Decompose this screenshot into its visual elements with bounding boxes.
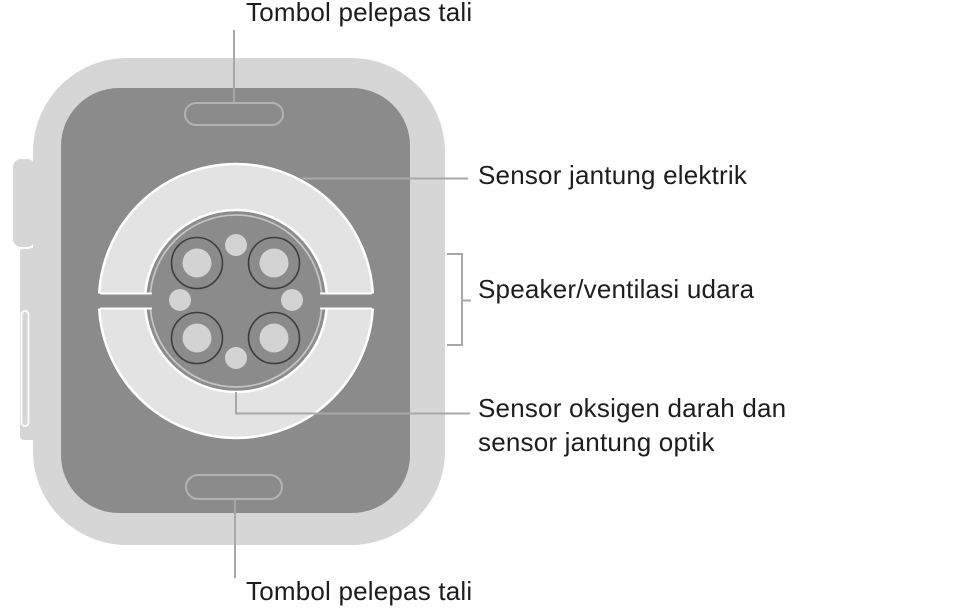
optical-lens-top-left: [170, 236, 224, 290]
side-button: [20, 310, 30, 427]
sensor-dot-right: [281, 289, 303, 311]
mound-gap-right: [320, 292, 378, 310]
callout-bracket-speaker: [447, 253, 471, 346]
digital-crown: [11, 157, 37, 249]
label-band-release-bottom: Tombol pelepas tali: [246, 576, 473, 606]
optical-lens-bottom-left: [170, 311, 224, 365]
sensor-dot-bottom: [225, 347, 247, 369]
label-blood-oxygen-optical-heart-sensor: Sensor oksigen darah dan sensor jantung …: [478, 391, 786, 459]
label-electrical-heart-sensor: Sensor jantung elektrik: [478, 160, 748, 190]
label-blood-oxygen-line2: sensor jantung optik: [478, 427, 715, 457]
sensor-dot-top: [225, 234, 247, 256]
label-blood-oxygen-line1: Sensor oksigen darah dan: [478, 393, 787, 423]
optical-lens-bottom-right: [247, 311, 301, 365]
label-speaker-air-vent: Speaker/ventilasi udara: [478, 274, 755, 304]
sensor-dot-left: [169, 289, 191, 311]
optical-lens-top-right: [247, 236, 301, 290]
label-band-release-top: Tombol pelepas tali: [246, 0, 473, 27]
callout-line-blood-oxygen-sensor: [235, 392, 470, 415]
mound-gap-left: [94, 292, 152, 310]
